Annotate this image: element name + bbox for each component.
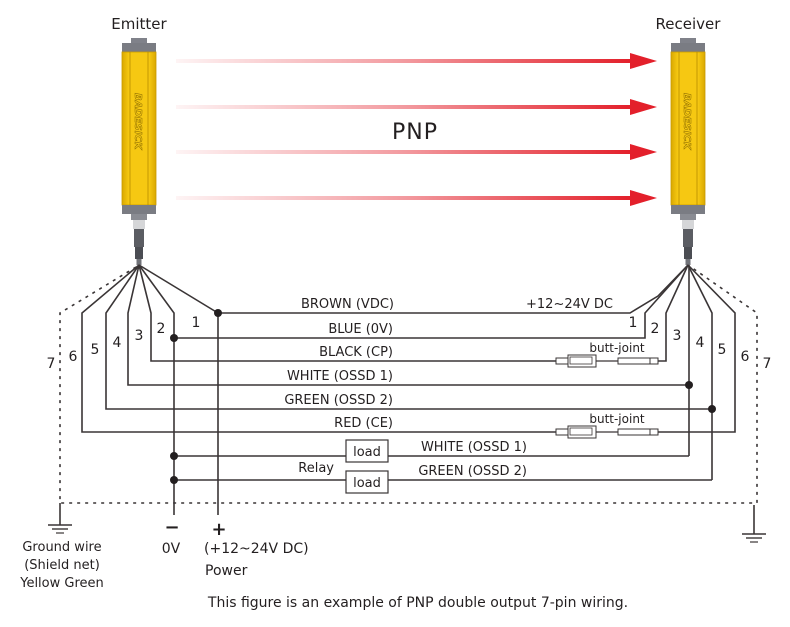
butt-joint-red xyxy=(555,425,659,439)
brand-logo: BADESICK xyxy=(132,93,143,151)
junction-dot xyxy=(170,334,178,342)
beam-arrow xyxy=(176,99,657,115)
butt-joint-black xyxy=(555,354,659,368)
wire-label-brown: BROWN (VDC) xyxy=(301,297,394,312)
wire-white xyxy=(127,264,689,386)
relay-label: Relay xyxy=(298,461,334,476)
wire-label-blue: BLUE (0V) xyxy=(328,322,393,337)
pin-number: 7 xyxy=(763,356,772,372)
emitter-label: Emitter xyxy=(111,15,167,33)
emitter-light-curtain: BADESICK xyxy=(121,38,157,265)
ground-label-line3: Yellow Green xyxy=(19,576,104,591)
junction-dot xyxy=(708,405,716,413)
wire-black-emitter xyxy=(138,264,556,362)
wire-black-receiver xyxy=(657,264,689,362)
figure-caption: This figure is an example of PNP double … xyxy=(207,595,628,611)
wire-brown xyxy=(138,264,689,314)
pin-number: 2 xyxy=(651,321,660,337)
ground-icon xyxy=(742,505,766,543)
beam-arrow xyxy=(176,53,657,69)
brand-logo: BADESICK xyxy=(681,93,692,151)
ground-label-line1: Ground wire xyxy=(22,540,101,555)
supply-note: +12~24V DC xyxy=(526,297,613,312)
pin-number: 6 xyxy=(69,349,78,365)
pin-number: 3 xyxy=(673,328,682,344)
wire-label-red: RED (CE) xyxy=(334,416,393,431)
junction-dot xyxy=(214,309,222,317)
junction-dot xyxy=(170,452,178,460)
wire-label-black: BLACK (CP) xyxy=(319,345,393,360)
zero-v-label: 0V xyxy=(162,541,181,557)
junction-dot xyxy=(685,381,693,389)
receiver-label: Receiver xyxy=(656,15,722,33)
plus-sign: + xyxy=(211,519,226,540)
relay-output-label-1: WHITE (OSSD 1) xyxy=(421,440,527,455)
pin-number: 5 xyxy=(91,342,100,358)
ground-icon xyxy=(48,503,72,534)
wire-green-receiver xyxy=(687,264,713,480)
pin-number: 1 xyxy=(629,315,638,331)
ground-label-line2: (Shield net) xyxy=(24,558,100,573)
junction-dot xyxy=(170,476,178,484)
load-box xyxy=(345,470,389,494)
pin-number: 4 xyxy=(113,335,122,351)
wire-red-receiver xyxy=(657,264,736,433)
pin-number: 4 xyxy=(696,335,705,351)
wire-label-white: WHITE (OSSD 1) xyxy=(287,369,393,384)
butt-joint-label: butt-joint xyxy=(589,412,645,426)
beam-arrow xyxy=(176,190,657,206)
pin-number: 5 xyxy=(718,342,727,358)
emitter-wires xyxy=(59,264,758,515)
pin-number: 6 xyxy=(741,349,750,365)
pin-number: 7 xyxy=(47,356,56,372)
butt-joint-label: butt-joint xyxy=(589,341,645,355)
load-box xyxy=(345,439,389,463)
wire-blue xyxy=(138,264,689,339)
minus-sign: − xyxy=(164,517,179,538)
relay-output-label-2: GREEN (OSSD 2) xyxy=(418,464,527,479)
wire-shield xyxy=(59,266,758,504)
wire-red-emitter xyxy=(81,264,556,433)
diagram-title: PNP xyxy=(392,120,438,145)
supply-label: (+12~24V DC) xyxy=(204,541,309,557)
pin-number: 3 xyxy=(135,328,144,344)
power-label: Power xyxy=(205,563,248,579)
light-beams xyxy=(176,53,657,206)
pin-number: 1 xyxy=(192,315,201,331)
load-label: load xyxy=(353,445,381,460)
wire-label-green: GREEN (OSSD 2) xyxy=(284,393,393,408)
wire-green xyxy=(105,264,712,410)
load-label: load xyxy=(353,476,381,491)
beam-arrow xyxy=(176,144,657,160)
pin-number: 2 xyxy=(157,321,166,337)
receiver-light-curtain: BADESICK xyxy=(670,38,706,265)
